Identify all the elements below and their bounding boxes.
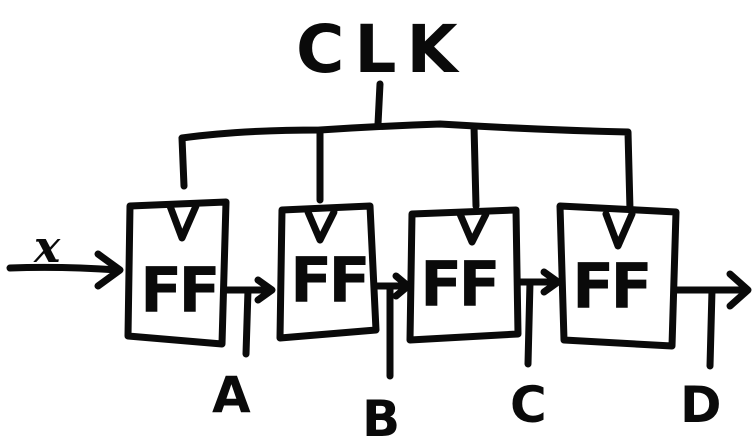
- clock-triangle-icon: [602, 210, 636, 250]
- flip-flop-label: FF: [572, 250, 649, 323]
- flip-flop-label: FF: [290, 244, 367, 317]
- flip-flop-1: FF: [124, 198, 230, 348]
- output-label-b: B: [362, 390, 400, 440]
- output-tap-d: [706, 286, 716, 370]
- output-label-a: A: [212, 366, 251, 424]
- flip-flop-box: [276, 202, 380, 342]
- flip-flop-4: FF: [556, 202, 680, 350]
- clock-triangle-icon: [456, 210, 490, 246]
- link-arrowhead-3-4: [540, 268, 562, 296]
- output-label-d: D: [680, 376, 722, 434]
- clock-bus: [178, 120, 634, 214]
- flip-flop-3: FF: [406, 206, 522, 344]
- output-tap-c: [524, 278, 534, 368]
- link-arrowhead-2-3: [392, 272, 412, 300]
- flip-flop-label: FF: [420, 248, 497, 321]
- flip-flop-box: [556, 202, 680, 350]
- input-arrow-line: [6, 263, 122, 274]
- clk-label: CLK: [296, 11, 468, 88]
- link-arrowhead-1-2: [254, 276, 276, 304]
- flip-flop-2: FF: [276, 202, 380, 342]
- output-tap-a: [242, 286, 252, 358]
- output-arrow-head: [726, 270, 752, 310]
- clock-feed-line: [374, 80, 384, 128]
- flip-flop-label: FF: [140, 254, 217, 327]
- input-arrow-head: [94, 250, 124, 290]
- clock-triangle-icon: [166, 202, 200, 242]
- flip-flop-box: [406, 206, 522, 344]
- clock-triangle-icon: [304, 208, 338, 244]
- output-label-c: C: [510, 376, 547, 434]
- clock-drop-3: [470, 122, 480, 210]
